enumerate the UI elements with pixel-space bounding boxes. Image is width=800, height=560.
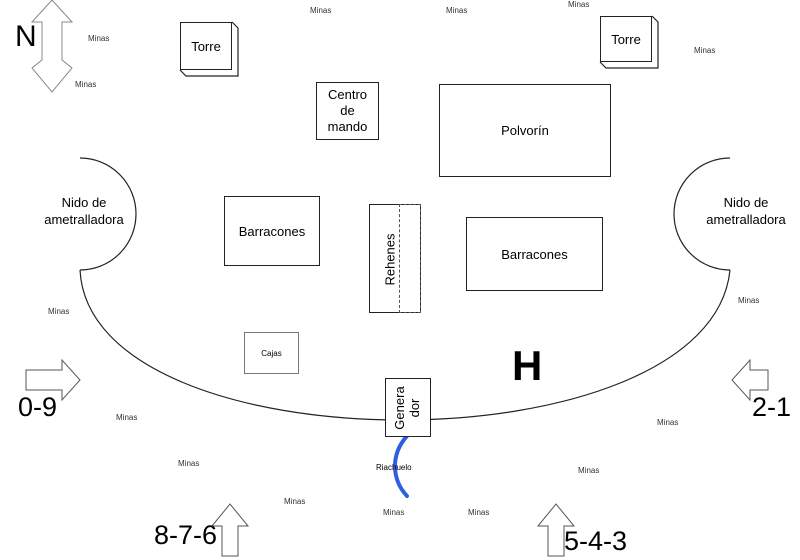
approach-south-right-label: 5-4-3	[564, 526, 628, 556]
mines-label: Minas	[284, 497, 306, 506]
mg-nest-right-outline	[673, 157, 731, 271]
approach-west-label: 0-9	[18, 392, 58, 422]
arrow-west-icon	[25, 358, 81, 402]
approach-south-left-label: 8-7-6	[154, 520, 218, 550]
barracks-right: Barracones	[466, 217, 603, 291]
hostages-label: Rehenes	[382, 233, 398, 286]
boxes-building: Cajas	[244, 332, 299, 374]
mines-label: Minas	[310, 6, 332, 15]
mines-label: Minas	[694, 46, 716, 55]
mg-nest-left-outline	[79, 157, 137, 271]
h-label: H	[512, 342, 543, 389]
torre-right: Torre	[600, 16, 652, 62]
powder-magazine-label: Polvorín	[501, 123, 549, 138]
north-arrow-icon	[30, 0, 74, 93]
generator-label: Genera dor	[392, 386, 422, 430]
torre-left-label: Torre	[191, 38, 221, 54]
hostages-dashed-inner	[399, 204, 421, 313]
arrow-south-left-icon	[210, 503, 250, 557]
mines-label: Minas	[446, 6, 468, 15]
torre-right-label: Torre	[611, 31, 641, 47]
arrow-south-right-icon	[536, 503, 576, 557]
stream-line	[393, 434, 409, 498]
arrow-east-icon	[731, 358, 769, 402]
mines-label: Minas	[88, 34, 110, 43]
mines-label: Minas	[468, 508, 490, 517]
stream-label: Riachuelo	[376, 463, 412, 472]
mines-label: Minas	[383, 508, 405, 517]
mines-label: Minas	[178, 459, 200, 468]
mines-label: Minas	[75, 80, 97, 89]
mines-label: Minas	[657, 418, 679, 427]
boxes-label: Cajas	[261, 348, 282, 358]
hostages-building	[369, 204, 421, 313]
approach-east-label: 2-1	[752, 392, 792, 422]
mines-label: Minas	[568, 0, 590, 9]
powder-magazine: Polvorín	[439, 84, 611, 177]
command-center-label: Centro de mando	[327, 87, 368, 134]
torre-left: Torre	[180, 22, 232, 70]
barracks-left: Barracones	[224, 196, 320, 266]
mg-nest-left-label: Nido de ametralladora	[44, 195, 124, 227]
barracks-right-label: Barracones	[501, 246, 568, 262]
mines-label: Minas	[738, 296, 760, 305]
mg-nest-right-label: Nido de ametralladora	[706, 195, 786, 227]
command-center: Centro de mando	[316, 82, 379, 140]
mines-label: Minas	[578, 466, 600, 475]
barracks-left-label: Barracones	[238, 223, 306, 239]
mines-label: Minas	[48, 307, 70, 316]
north-label: N	[15, 20, 37, 53]
generator-building	[385, 378, 431, 437]
mines-label: Minas	[116, 413, 138, 422]
